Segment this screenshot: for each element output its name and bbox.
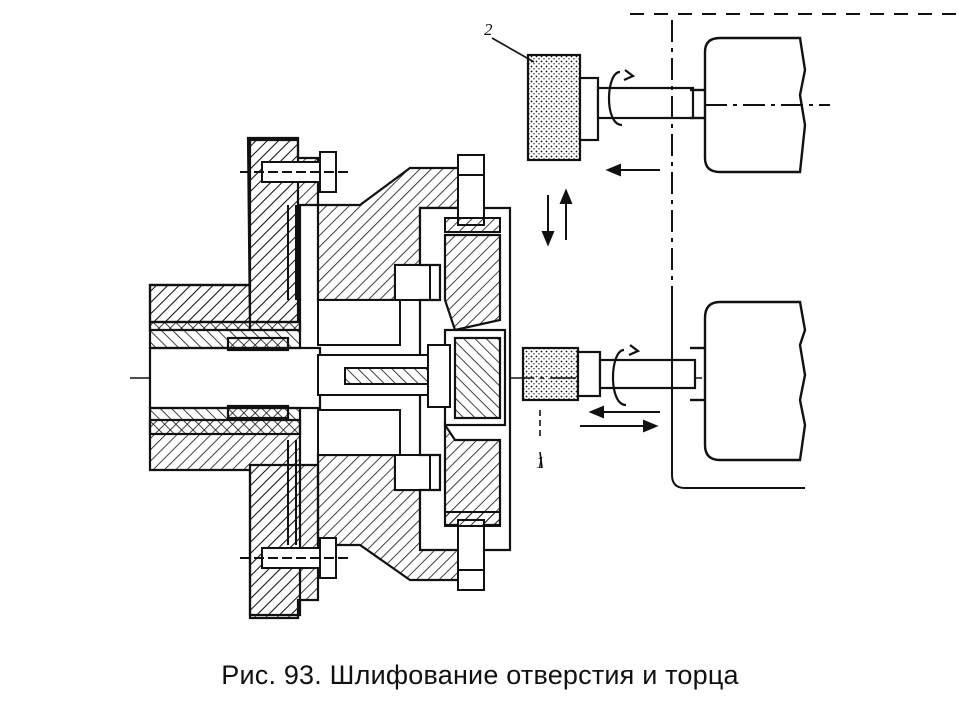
grinding-wheel-lower — [521, 344, 697, 407]
dowel-lines — [287, 205, 297, 545]
flange-bolt-upper — [240, 151, 350, 193]
machine-frame — [630, 13, 960, 489]
label-2-leader — [491, 37, 535, 63]
spindle-shaft — [148, 320, 322, 436]
label-wheel-1: 1 — [536, 453, 545, 472]
label-1-leader — [539, 451, 543, 469]
label-wheel-2: 2 — [484, 20, 493, 39]
inner-mandrel — [317, 344, 451, 408]
grinding-wheel-upper — [526, 53, 695, 162]
clamp-screw-top — [444, 154, 501, 233]
feed-arrows — [541, 163, 660, 433]
clamp-screw-bottom — [444, 511, 501, 591]
grinding-head-lower — [690, 300, 807, 462]
figure-caption: Рис. 93. Шлифование отверстия и торца — [221, 660, 739, 690]
flange-bolt-lower — [240, 537, 350, 579]
workpiece-disc — [418, 206, 512, 552]
